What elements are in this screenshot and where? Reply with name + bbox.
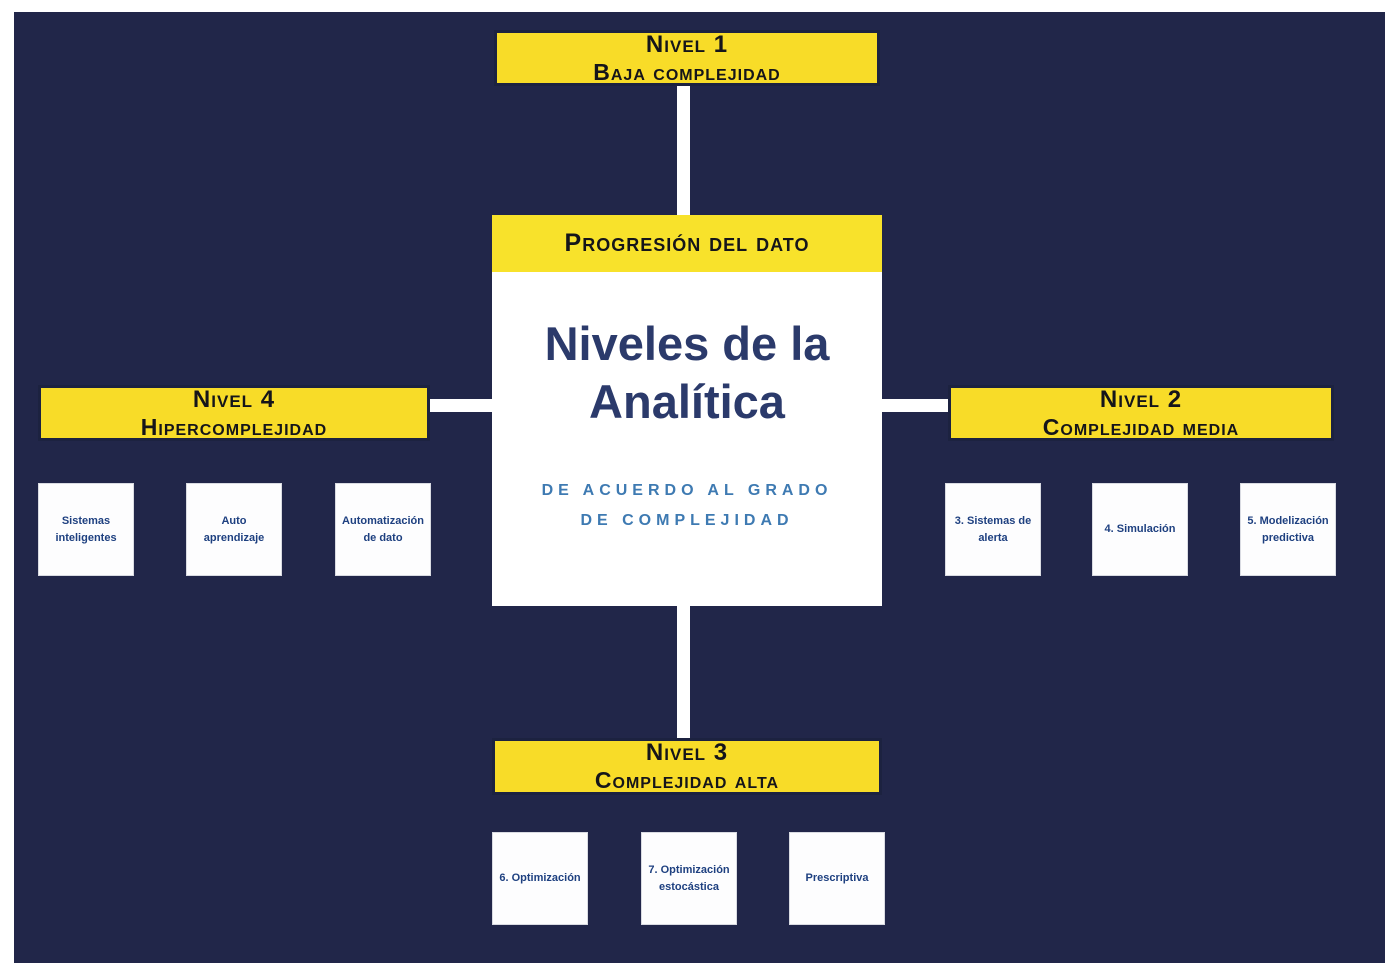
item-nivel4-auto-aprendizaje: Auto aprendizaje [186, 483, 282, 576]
level-4-title: Nivel 4 [192, 385, 276, 413]
item-nivel3-prescriptiva: Prescriptiva [789, 832, 885, 925]
item-nivel3-optimizacion-estocastica: 7. Optimización estocástica [641, 832, 737, 925]
level-2-title: Nivel 2 [1099, 385, 1183, 413]
item-nivel2-sistemas-de-alerta: 3. Sistemas de alerta [945, 483, 1041, 576]
level-1-title: Nivel 1 [645, 30, 729, 58]
connector-left [430, 399, 492, 412]
center-card-header: Progresión del dato [492, 215, 882, 272]
diagram-title: Niveles de la Analítica [544, 317, 830, 428]
connector-bottom [677, 605, 690, 738]
level-3-title: Nivel 3 [645, 739, 729, 767]
center-card: Progresión del dato Niveles de la Analít… [492, 215, 882, 606]
connector-top [677, 85, 690, 215]
item-nivel3-optimizacion: 6. Optimización [492, 832, 588, 925]
level-3-subtitle: Complejidad alta [594, 767, 780, 794]
item-nivel2-modelizacion-predictiva: 5. Modelización predictiva [1240, 483, 1336, 576]
level-4-subtitle: Hipercomplejidad [140, 413, 328, 440]
item-nivel4-sistemas-inteligentes: Sistemas inteligentes [38, 483, 134, 576]
level-1-subtitle: Baja complejidad [593, 58, 781, 85]
center-card-body: Niveles de la Analítica De acuerdo al gr… [492, 272, 882, 606]
item-nivel2-simulacion: 4. Simulación [1092, 483, 1188, 576]
level-box-nivel-2: Nivel 2 Complejidad media [948, 385, 1334, 441]
level-2-subtitle: Complejidad media [1042, 413, 1240, 440]
diagram-subtitle: De acuerdo al grado de complejidad [541, 481, 833, 530]
level-box-nivel-3: Nivel 3 Complejidad alta [492, 738, 882, 795]
item-nivel4-automatizacion: Automatización de dato [335, 483, 431, 576]
level-box-nivel-1: Nivel 1 Baja complejidad [494, 30, 880, 86]
navy-background-panel: Nivel 1 Baja complejidad Nivel 4 Hiperco… [14, 12, 1385, 963]
connector-right [882, 399, 948, 412]
level-box-nivel-4: Nivel 4 Hipercomplejidad [38, 385, 430, 441]
